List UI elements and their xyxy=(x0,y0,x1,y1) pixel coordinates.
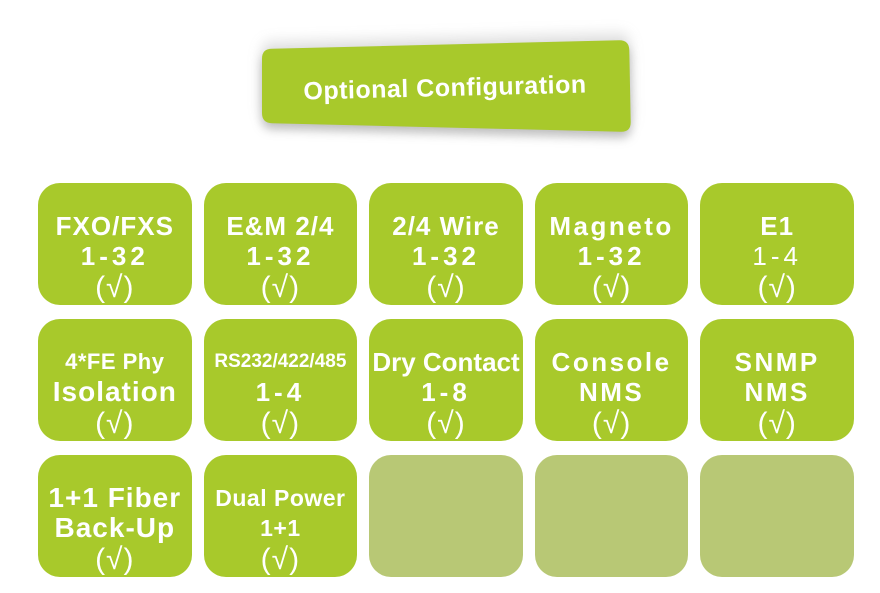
card-subtitle: Back-Up xyxy=(54,512,176,543)
card-title: Magneto xyxy=(549,211,674,241)
card-empty-1 xyxy=(369,455,523,577)
card-range: 1-32 xyxy=(246,241,315,271)
check-mark: (√) xyxy=(260,407,301,440)
config-grid: FXO/FXS 1-32 (√) E&M 2/4 1-32 (√) 2/4 Wi… xyxy=(38,183,854,577)
card-subtitle: NMS xyxy=(744,377,810,407)
check-mark: (√) xyxy=(591,271,632,304)
card-e1: E1 1-4 (√) xyxy=(700,183,854,305)
card-subtitle: NMS xyxy=(578,377,645,407)
card-em-2-4: E&M 2/4 1-32 (√) xyxy=(203,183,358,305)
card-title: FXO/FXS xyxy=(55,211,174,241)
check-mark: (√) xyxy=(95,543,135,576)
card-empty-2 xyxy=(534,455,689,577)
card-title: SNMP xyxy=(734,347,820,377)
card-snmp-nms: SNMP NMS (√) xyxy=(700,319,854,441)
card-subtitle: Isolation xyxy=(52,376,177,407)
check-mark: (√) xyxy=(95,407,135,440)
card-title: 2/4 Wire xyxy=(392,211,500,241)
card-magneto: Magneto 1-32 (√) xyxy=(534,183,689,305)
card-title: Console xyxy=(551,347,672,377)
card-title: 1+1 Fiber xyxy=(48,482,182,513)
card-title: E1 xyxy=(760,211,795,241)
card-range: 1-32 xyxy=(411,241,481,271)
card-range: 1+1 xyxy=(260,515,301,541)
card-title: RS232/422/485 xyxy=(214,351,347,372)
card-fxo-fxs: FXO/FXS 1-32 (√) xyxy=(38,183,192,305)
card-empty-3 xyxy=(700,455,854,577)
card-range: 1-32 xyxy=(577,241,646,271)
card-range: 1-4 xyxy=(752,241,802,271)
check-mark: (√) xyxy=(426,271,466,304)
banner-optional-configuration: Optional Configuration xyxy=(245,18,645,143)
card-title: Dry Contact xyxy=(372,347,520,377)
check-mark: (√) xyxy=(260,543,301,576)
check-mark: (√) xyxy=(591,407,632,440)
card-2-4-wire: 2/4 Wire 1-32 (√) xyxy=(369,183,523,305)
card-range: 1-8 xyxy=(421,377,471,407)
card-range: 1-32 xyxy=(80,241,149,271)
card-dual-power: Dual Power 1+1 (√) xyxy=(203,455,358,577)
check-mark: (√) xyxy=(757,271,797,304)
check-mark: (√) xyxy=(757,407,797,440)
card-title: Dual Power xyxy=(215,485,346,511)
card-title: 4*FE Phy xyxy=(65,349,165,374)
banner-ribbon xyxy=(262,40,631,132)
card-dry-contact: Dry Contact 1-8 (√) xyxy=(369,319,523,441)
card-console-nms: Console NMS (√) xyxy=(534,319,689,441)
check-mark: (√) xyxy=(95,271,135,304)
banner-ribbon-shape xyxy=(262,40,631,132)
card-4fe-phy-isolation: 4*FE Phy Isolation (√) xyxy=(38,319,192,441)
card-range: 1-4 xyxy=(255,377,306,407)
check-mark: (√) xyxy=(426,407,466,440)
card-title: E&M 2/4 xyxy=(226,211,335,241)
card-fiber-backup: 1+1 Fiber Back-Up (√) xyxy=(38,455,192,577)
check-mark: (√) xyxy=(260,271,301,304)
card-rs232-422-485: RS232/422/485 1-4 (√) xyxy=(203,319,358,441)
